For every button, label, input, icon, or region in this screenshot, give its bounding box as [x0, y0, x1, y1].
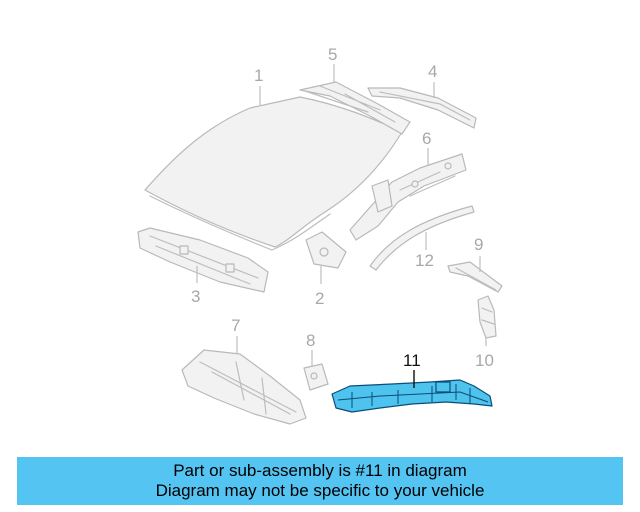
callout-8: 8 [306, 331, 315, 350]
part-2-bracket[interactable] [305, 231, 347, 269]
part-11-rail-reinforcement-highlighted[interactable] [331, 379, 493, 413]
part-3-rear-header[interactable] [137, 227, 269, 293]
callout-12: 12 [415, 251, 434, 270]
part-8-small-bracket[interactable] [303, 363, 329, 391]
part-9-clip-bracket[interactable] [447, 261, 503, 293]
callout-5: 5 [328, 45, 337, 64]
callout-10: 10 [475, 351, 494, 370]
callout-3: 3 [191, 287, 200, 306]
callout-11: 11 [403, 351, 421, 370]
part-12-side-molding[interactable] [369, 205, 475, 271]
part-7-rear-roof-rail[interactable] [181, 349, 307, 425]
part-1-roof-panel[interactable] [144, 96, 403, 251]
callout-4: 4 [428, 62, 437, 81]
callout-6: 6 [422, 129, 431, 148]
part-10-pillar-bracket[interactable] [477, 295, 497, 339]
callout-2: 2 [315, 289, 324, 308]
part-info-banner: Part or sub-assembly is #11 in diagram D… [17, 457, 623, 505]
banner-line-1: Part or sub-assembly is #11 in diagram [173, 461, 467, 480]
part-5-front-header[interactable] [299, 81, 411, 135]
callout-1: 1 [254, 66, 263, 85]
part-6-pillar-reinforcement[interactable] [349, 153, 467, 241]
banner-line-2: Diagram may not be specific to your vehi… [155, 481, 485, 500]
part-4-side-rail[interactable] [367, 87, 477, 129]
callout-9: 9 [474, 235, 483, 254]
callout-7: 7 [231, 316, 240, 335]
